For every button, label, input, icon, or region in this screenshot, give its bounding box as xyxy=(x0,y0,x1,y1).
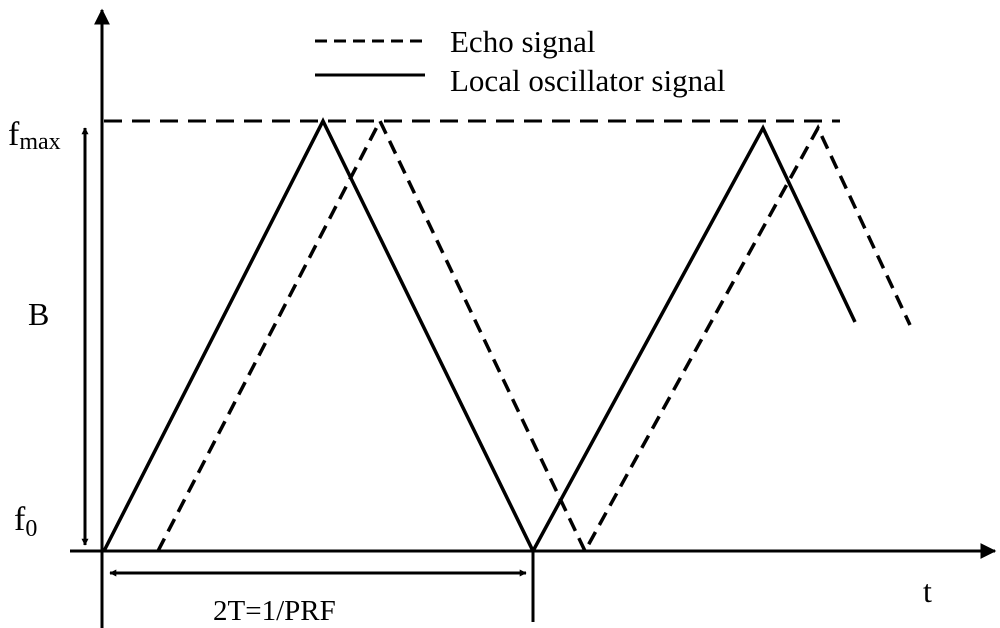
time-axis-label: t xyxy=(923,573,932,609)
echo-waveform xyxy=(156,117,912,555)
legend-echo-label: Echo signal xyxy=(450,24,596,59)
period-label: 2T=1/PRF xyxy=(213,595,336,627)
bandwidth-label: B xyxy=(28,296,49,332)
fmax-label: fmax xyxy=(8,116,61,155)
f0-label: f0 xyxy=(14,501,37,542)
legend-lo-label: Local oscillator signal xyxy=(450,63,725,98)
local-oscillator-waveform xyxy=(102,117,857,555)
